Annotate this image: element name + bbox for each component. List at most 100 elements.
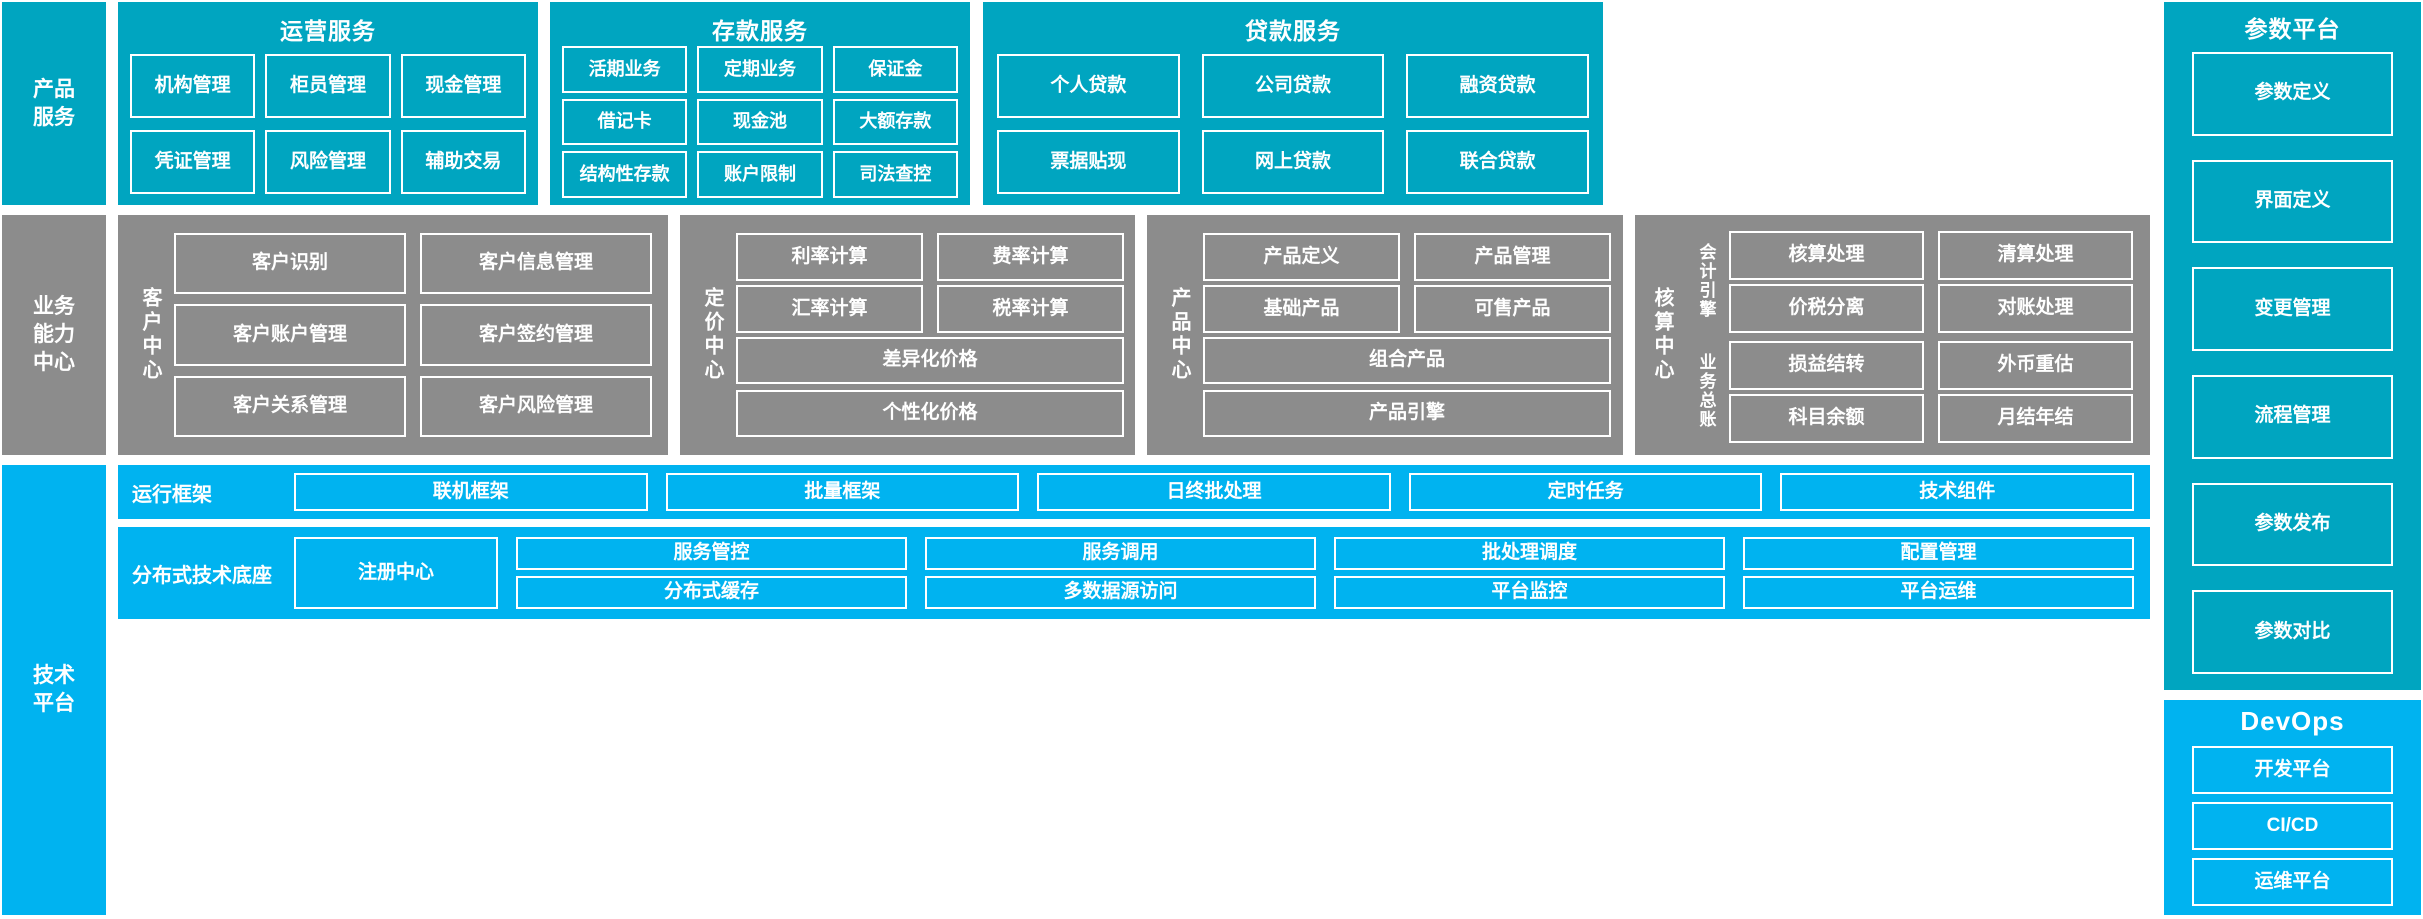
tile-param-4[interactable]: 参数发布 (2192, 482, 2393, 567)
tile-loan-5[interactable]: 联合贷款 (1406, 130, 1589, 194)
tile-pricing-wide-0[interactable]: 差异化价格 (736, 337, 1124, 384)
tile-dist-r1-1[interactable]: 服务调用 (925, 537, 1316, 570)
tile-product-3[interactable]: 可售产品 (1414, 285, 1611, 333)
tile-loan-3[interactable]: 票据贴现 (997, 130, 1180, 194)
group-title-operation-service: 运营服务 (280, 18, 376, 44)
tile-operation-0[interactable]: 机构管理 (130, 54, 256, 118)
tile-param-3[interactable]: 流程管理 (2192, 374, 2393, 459)
tile-acct-engine-2[interactable]: 价税分离 (1729, 284, 1924, 333)
tile-param-2[interactable]: 变更管理 (2192, 267, 2393, 351)
tile-grid-pricing-wide: 差异化价格 个性化价格 (736, 337, 1124, 437)
tile-grid-general-ledger: 损益结转 外币重估 科目余额 月结年结 (1729, 341, 2133, 443)
tile-operation-1[interactable]: 柜员管理 (265, 54, 391, 118)
tile-ledger-3[interactable]: 月结年结 (1938, 394, 2133, 443)
group-title-deposit-service: 存款服务 (712, 18, 808, 44)
tile-product-wide-0[interactable]: 组合产品 (1203, 337, 1611, 384)
group-loan-service: 贷款服务 个人贷款 公司贷款 融资贷款 票据贴现 网上贷款 联合贷款 (983, 2, 1603, 205)
tile-grid-pricing-top: 利率计算 费率计算 汇率计算 税率计算 (736, 233, 1124, 333)
tile-pricing-wide-1[interactable]: 个性化价格 (736, 390, 1124, 437)
tile-ledger-0[interactable]: 损益结转 (1729, 341, 1924, 390)
band-label-business-capability-text: 业务 能力 中心 (33, 295, 75, 374)
tile-customer-5[interactable]: 客户风险管理 (420, 375, 652, 437)
tile-devops-0[interactable]: 开发平台 (2192, 746, 2393, 794)
tile-acct-engine-0[interactable]: 核算处理 (1729, 231, 1924, 280)
tile-grid-loan-service: 个人贷款 公司贷款 融资贷款 票据贴现 网上贷款 联合贷款 (997, 54, 1589, 194)
tile-loan-0[interactable]: 个人贷款 (997, 54, 1180, 118)
band-label-tech-platform: 技术 平台 (2, 465, 106, 915)
tile-operation-2[interactable]: 现金管理 (400, 54, 526, 118)
tile-pricing-3[interactable]: 税率计算 (937, 285, 1124, 333)
tile-operation-5[interactable]: 辅助交易 (400, 130, 526, 194)
tile-pricing-2[interactable]: 汇率计算 (736, 285, 923, 333)
tile-loan-2[interactable]: 融资贷款 (1406, 54, 1589, 118)
tile-product-wide-1[interactable]: 产品引擎 (1203, 390, 1611, 437)
tile-runtime-0[interactable]: 联机框架 (294, 473, 648, 511)
tile-dist-r2-0[interactable]: 分布式缓存 (516, 576, 907, 609)
tile-deposit-4[interactable]: 现金池 (697, 98, 823, 146)
group-deposit-service: 存款服务 活期业务 定期业务 保证金 借记卡 现金池 大额存款 结构性存款 账户… (550, 2, 970, 205)
band-label-product-service: 产品 服务 (2, 2, 106, 205)
tile-deposit-0[interactable]: 活期业务 (562, 46, 688, 93)
tile-product-0[interactable]: 产品定义 (1203, 233, 1400, 281)
tile-customer-1[interactable]: 客户信息管理 (420, 233, 652, 295)
tile-loan-1[interactable]: 公司贷款 (1201, 54, 1385, 118)
tile-deposit-6[interactable]: 结构性存款 (562, 151, 688, 198)
section-distributed-base: 分布式技术底座 注册中心 服务管控 服务调用 批处理调度 配置管理 分布式缓存 … (118, 527, 2150, 619)
tile-grid-deposit-service: 活期业务 定期业务 保证金 借记卡 现金池 大额存款 结构性存款 账户限制 司法… (562, 46, 958, 198)
tile-grid-runtime-framework: 联机框架 批量框架 日终批处理 定时任务 技术组件 (294, 473, 2134, 511)
tile-grid-devops: 开发平台 CI/CD 运维平台 (2192, 746, 2393, 906)
tile-runtime-1[interactable]: 批量框架 (665, 473, 1020, 511)
tile-dist-r2-2[interactable]: 平台监控 (1334, 576, 1725, 609)
tile-devops-2[interactable]: 运维平台 (2192, 858, 2393, 906)
tile-dist-r1-0[interactable]: 服务管控 (516, 537, 907, 570)
tile-ledger-2[interactable]: 科目余额 (1729, 394, 1924, 443)
tile-param-0[interactable]: 参数定义 (2192, 52, 2393, 136)
tile-deposit-1[interactable]: 定期业务 (697, 46, 823, 93)
center-label-pricing: 定价中心 (701, 287, 723, 383)
tile-dist-r2-3[interactable]: 平台运维 (1743, 576, 2134, 609)
tile-grid-product-wide: 组合产品 产品引擎 (1203, 337, 1611, 437)
tile-registry-center[interactable]: 注册中心 (294, 537, 498, 609)
subgroup-label-general-ledger: 业务总账 (1696, 353, 1716, 429)
tile-grid-accounting-engine: 核算处理 清算处理 价税分离 对账处理 (1729, 231, 2133, 333)
tile-customer-2[interactable]: 客户账户管理 (174, 304, 406, 366)
tile-operation-4[interactable]: 风险管理 (265, 130, 391, 194)
tile-runtime-2[interactable]: 日终批处理 (1037, 473, 1391, 511)
tile-operation-3[interactable]: 凭证管理 (130, 130, 256, 194)
tile-deposit-3[interactable]: 借记卡 (562, 98, 688, 146)
tile-deposit-2[interactable]: 保证金 (832, 46, 958, 93)
band-label-tech-platform-text: 技术 平台 (33, 664, 75, 715)
group-operation-service: 运营服务 机构管理 柜员管理 现金管理 凭证管理 风险管理 辅助交易 (118, 2, 538, 205)
tile-param-1[interactable]: 界面定义 (2192, 159, 2393, 244)
tile-deposit-8[interactable]: 司法查控 (832, 151, 958, 198)
tile-devops-1[interactable]: CI/CD (2192, 802, 2393, 850)
tile-deposit-7[interactable]: 账户限制 (697, 151, 823, 198)
tile-customer-0[interactable]: 客户识别 (174, 233, 406, 295)
tile-product-2[interactable]: 基础产品 (1203, 285, 1400, 333)
tile-grid-parameter-platform: 参数定义 界面定义 变更管理 流程管理 参数发布 参数对比 (2192, 52, 2393, 674)
center-accounting: 核算中心 会计引擎 核算处理 清算处理 价税分离 对账处理 业务总账 损益结转 … (1635, 215, 2150, 455)
tile-ledger-1[interactable]: 外币重估 (1938, 341, 2133, 390)
tile-param-5[interactable]: 参数对比 (2192, 590, 2393, 674)
tile-dist-r1-2[interactable]: 批处理调度 (1334, 537, 1725, 570)
tile-deposit-5[interactable]: 大额存款 (832, 98, 958, 146)
tile-pricing-1[interactable]: 费率计算 (937, 233, 1124, 281)
panel-parameter-platform: 参数平台 参数定义 界面定义 变更管理 流程管理 参数发布 参数对比 (2164, 2, 2421, 690)
tile-acct-engine-1[interactable]: 清算处理 (1938, 231, 2133, 280)
tile-pricing-0[interactable]: 利率计算 (736, 233, 923, 281)
tile-dist-r2-1[interactable]: 多数据源访问 (925, 576, 1316, 609)
tile-customer-4[interactable]: 客户关系管理 (174, 375, 406, 437)
center-pricing: 定价中心 利率计算 费率计算 汇率计算 税率计算 差异化价格 个性化价格 (680, 215, 1135, 455)
tile-runtime-4[interactable]: 技术组件 (1780, 473, 2134, 511)
band-label-business-capability: 业务 能力 中心 (2, 215, 106, 455)
tile-runtime-3[interactable]: 定时任务 (1408, 473, 1763, 511)
section-label-distributed-base: 分布式技术底座 (132, 564, 272, 587)
tile-dist-r1-3[interactable]: 配置管理 (1743, 537, 2134, 570)
tile-grid-distributed-base: 服务管控 服务调用 批处理调度 配置管理 分布式缓存 多数据源访问 平台监控 平… (516, 537, 2134, 609)
tile-acct-engine-3[interactable]: 对账处理 (1938, 284, 2133, 333)
tile-customer-3[interactable]: 客户签约管理 (420, 304, 652, 366)
band-label-product-service-text: 产品 服务 (33, 77, 75, 129)
tile-loan-4[interactable]: 网上贷款 (1201, 130, 1385, 194)
tile-product-1[interactable]: 产品管理 (1414, 233, 1611, 281)
